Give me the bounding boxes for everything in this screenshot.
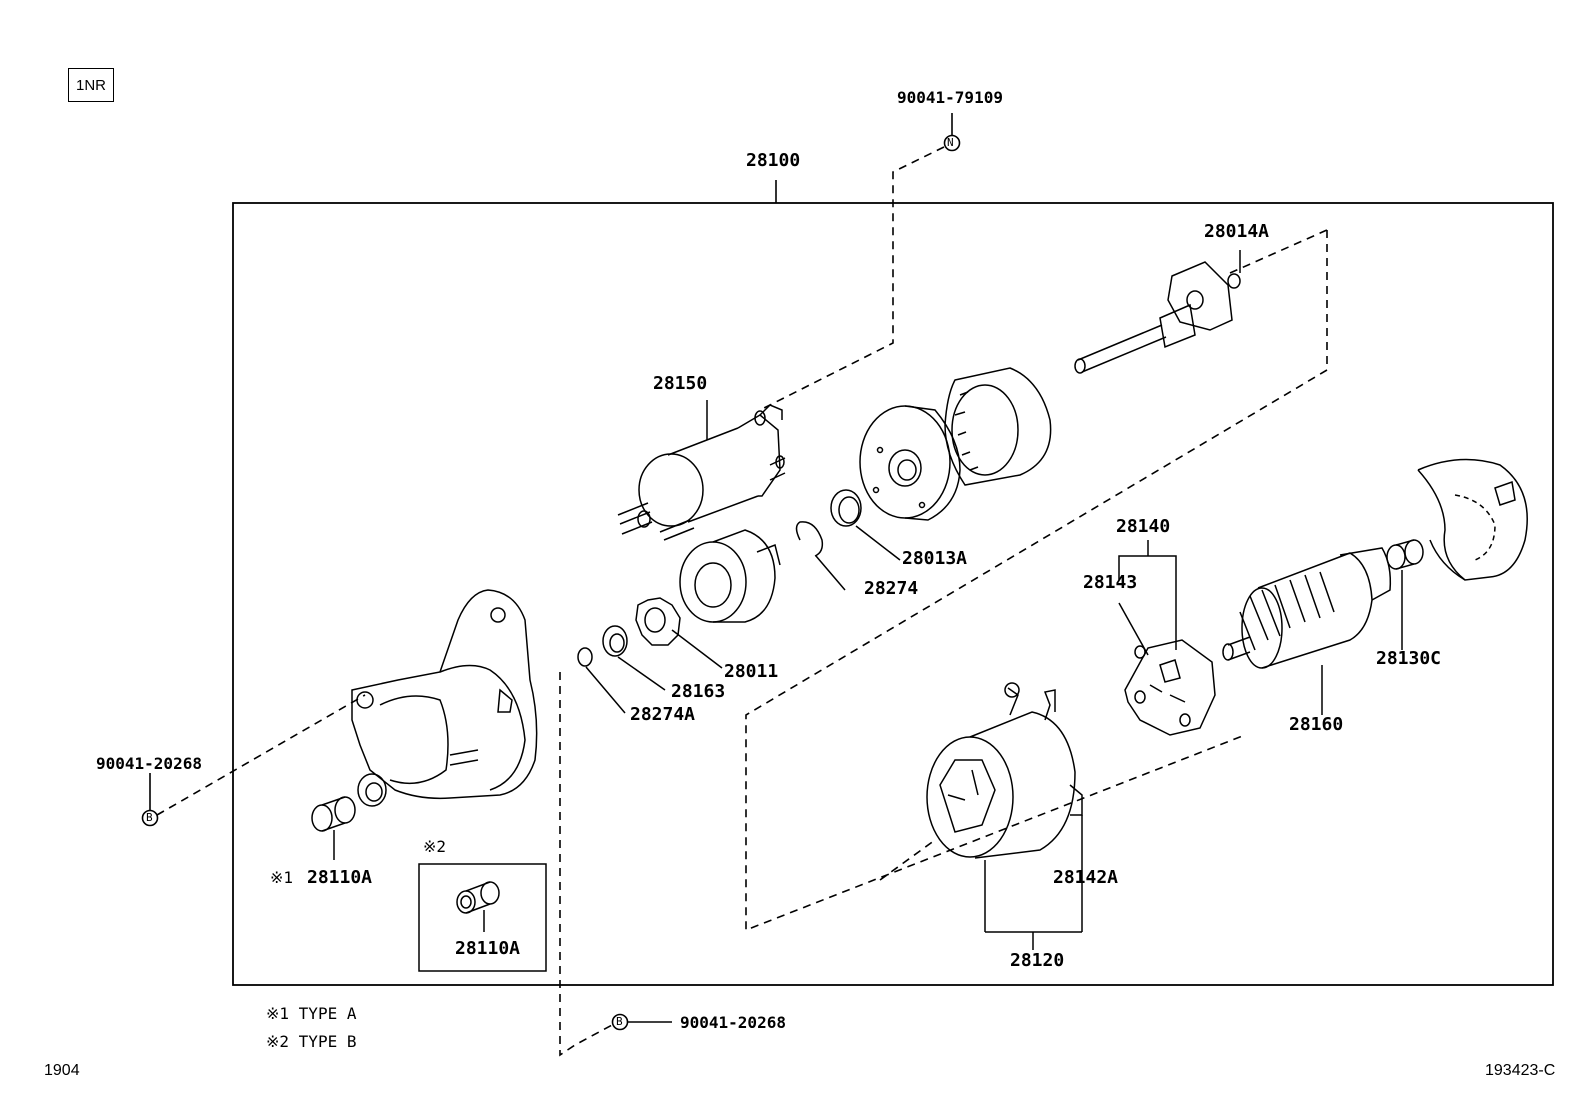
callout-28110a-type-a[interactable]: 28110A	[307, 867, 373, 888]
marker-n: N	[947, 136, 954, 149]
marker-b-bottom-circle	[611, 1013, 629, 1031]
part-28130c	[1386, 539, 1424, 650]
engine-code-box: 1NR	[68, 68, 114, 102]
callout-28120[interactable]: 28120	[1010, 950, 1065, 971]
part-starter-housing	[351, 589, 538, 807]
bracket-28140	[1118, 540, 1177, 656]
callout-90041-20268-left[interactable]: 90041-20268	[96, 754, 202, 773]
part-28110a-type-a	[311, 796, 356, 860]
callout-28014a[interactable]: 28014A	[1204, 221, 1270, 242]
legend-type-b: ※2 TYPE B	[266, 1032, 357, 1051]
part-28150	[617, 400, 786, 541]
corner-code-right: 193423-C	[1485, 1062, 1556, 1079]
dashed-n-path	[759, 146, 945, 411]
dashed-field-frame	[879, 839, 936, 881]
callout-28100[interactable]: 28100	[746, 150, 801, 171]
type-b-box	[418, 863, 547, 972]
part-28163	[602, 625, 666, 691]
part-28120	[926, 682, 1083, 950]
callout-28274a[interactable]: 28274A	[630, 704, 696, 725]
part-28013a-washer	[830, 489, 901, 561]
callout-28150[interactable]: 28150	[653, 373, 708, 394]
dashed-b-left	[156, 694, 366, 816]
callout-28142a[interactable]: 28142A	[1053, 867, 1119, 888]
callout-90041-79109[interactable]: 90041-79109	[897, 88, 1003, 107]
callout-90041-20268-bottom[interactable]: 90041-20268	[680, 1013, 786, 1032]
note-mark-2: ※2	[423, 837, 447, 856]
dashed-enclosure	[745, 230, 1328, 932]
legend-type-a: ※1 TYPE A	[266, 1004, 357, 1023]
dashed-b-bottom	[559, 672, 613, 1057]
callout-28130c[interactable]: 28130C	[1376, 648, 1442, 669]
part-end-cover	[1417, 458, 1528, 581]
part-28143	[1124, 639, 1216, 736]
part-28110a-type-b	[456, 881, 500, 932]
marker-b-left-circle	[141, 809, 159, 827]
dashed-armature-link	[1229, 229, 1328, 274]
callout-28274[interactable]: 28274	[864, 578, 919, 599]
marker-n-circle	[943, 134, 961, 152]
callout-28160[interactable]: 28160	[1289, 714, 1344, 735]
callout-28011[interactable]: 28011	[724, 661, 779, 682]
callout-28143[interactable]: 28143	[1083, 572, 1138, 593]
part-28274	[795, 521, 846, 591]
callout-28013a[interactable]: 28013A	[902, 548, 968, 569]
part-28274a	[577, 647, 626, 714]
callout-28163[interactable]: 28163	[671, 681, 726, 702]
part-gear-housing	[944, 367, 1052, 486]
marker-b-bottom: B	[616, 1015, 623, 1028]
note-mark-1: ※1	[270, 868, 294, 887]
part-28011	[635, 529, 781, 669]
callout-28140[interactable]: 28140	[1116, 516, 1171, 537]
corner-code-left: 1904	[44, 1062, 80, 1079]
part-28014a	[1074, 250, 1241, 374]
marker-b-left: B	[146, 811, 153, 824]
callout-28110a-type-b[interactable]: 28110A	[455, 938, 521, 959]
part-28160	[1222, 547, 1392, 715]
